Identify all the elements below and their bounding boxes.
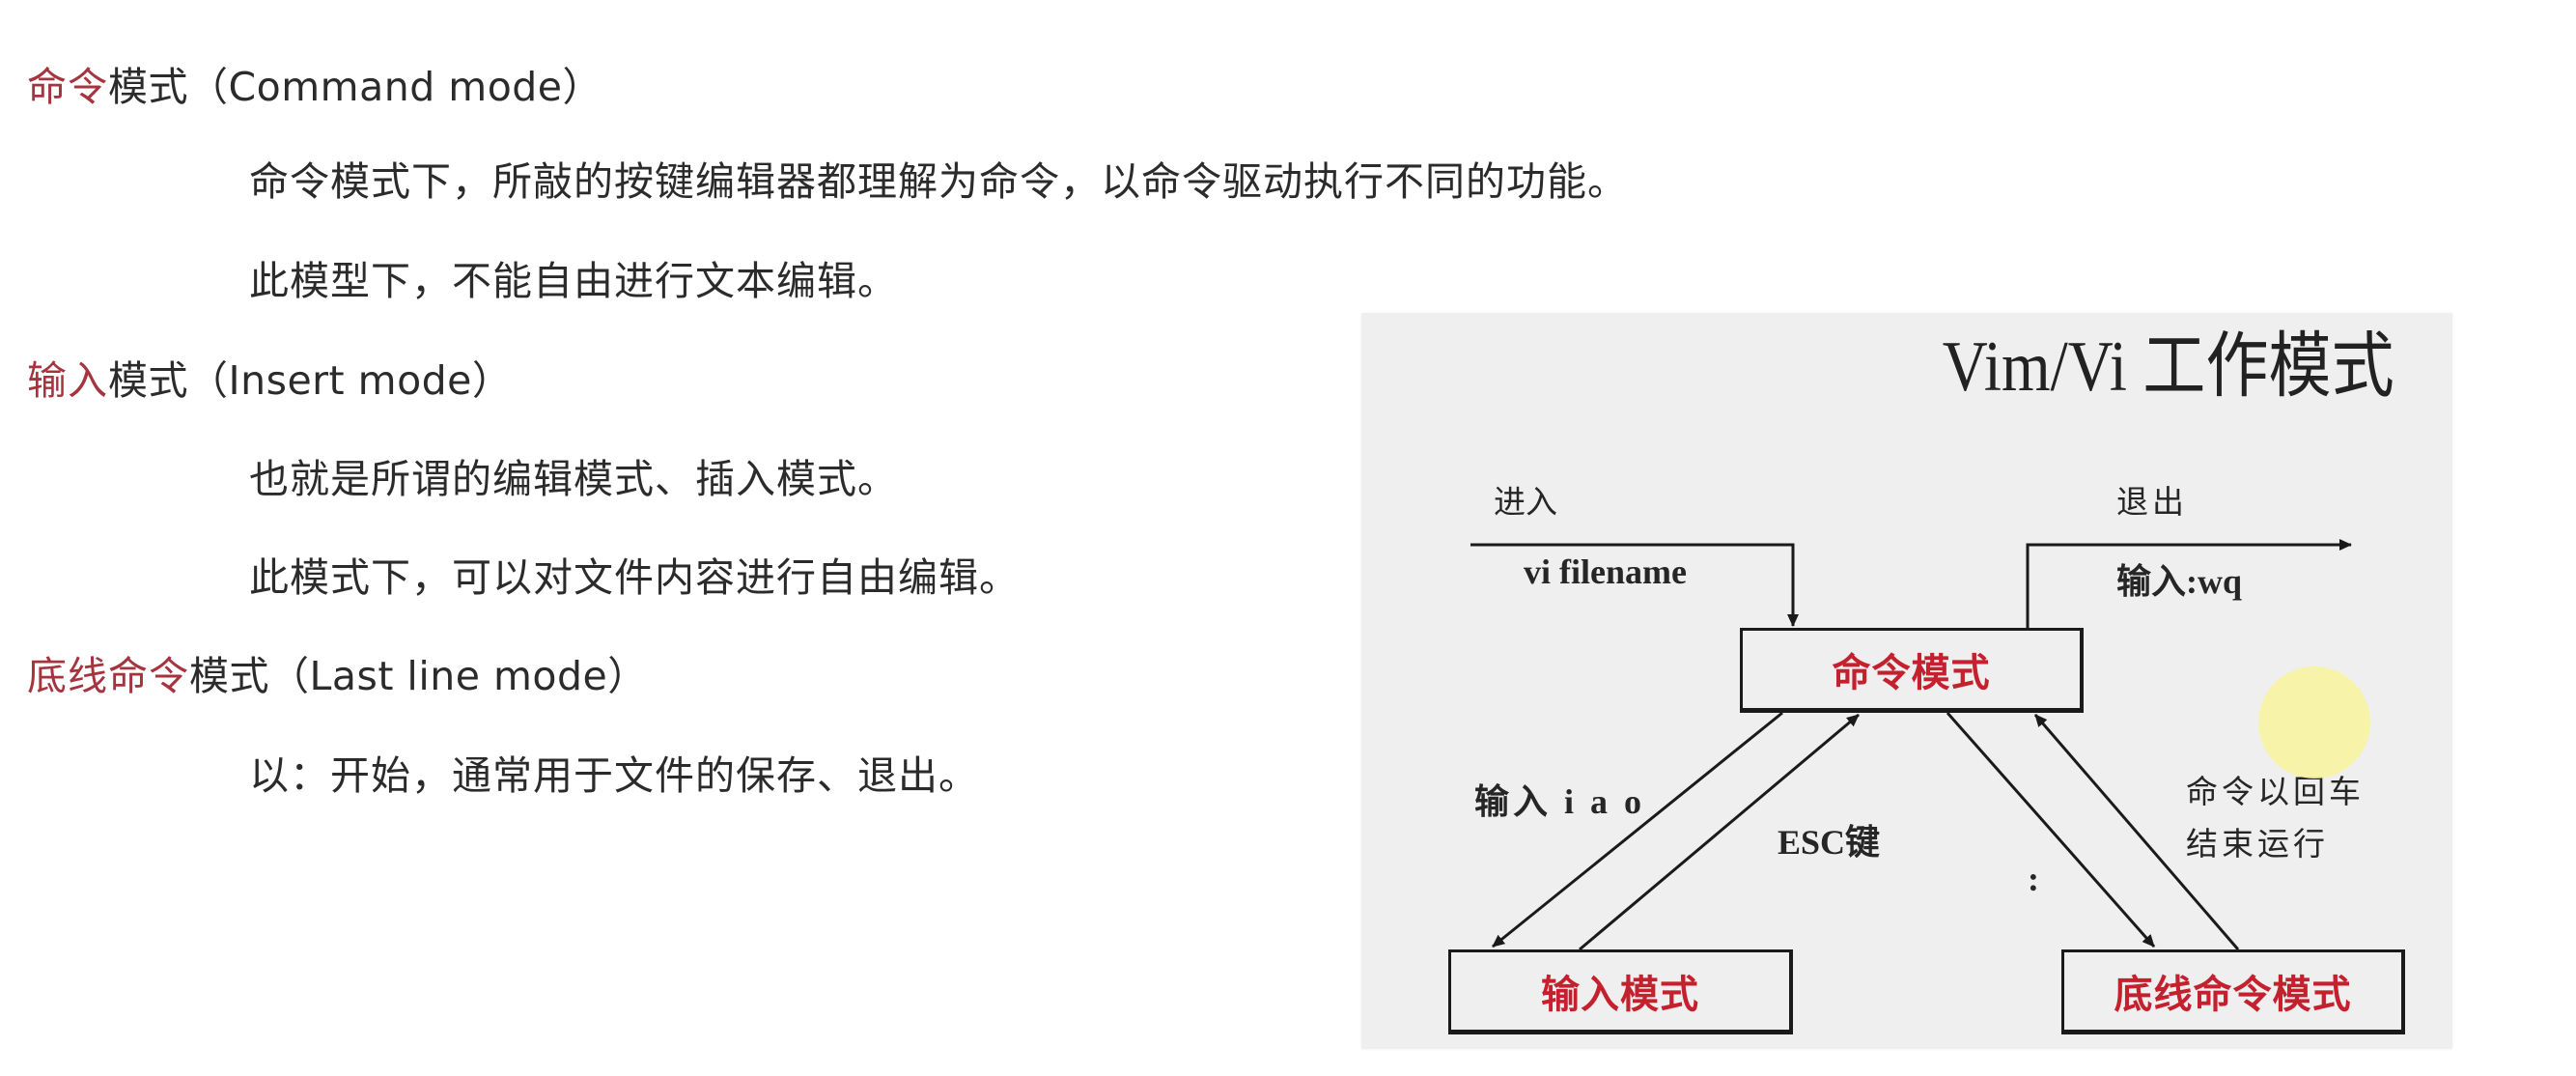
to-insert-label: 输入 i a o: [1474, 782, 1646, 821]
insert-mode-desc-2: 此模式下，可以对文件内容进行自由编辑。: [249, 554, 1020, 601]
enter-label: 进入: [1494, 483, 1557, 521]
colon-label: :: [2028, 860, 2039, 898]
heading-lastline-mode: 底线命令模式（Last line mode）: [27, 649, 648, 703]
command-mode-box: 命令模式: [1740, 628, 2084, 713]
heading-command-mode: 命令模式（Command mode）: [27, 60, 602, 114]
heading-rest: 模式（Last line mode）: [189, 653, 648, 699]
insert-mode-box-label: 输入模式: [1541, 973, 1699, 1017]
exit-arrow: [2026, 539, 2352, 628]
insert-mode-box: 输入模式: [1448, 949, 1793, 1034]
lastline-mode-desc-1: 以：开始，通常用于文件的保存、退出。: [249, 752, 979, 799]
lastline-mode-box-label: 底线命令模式: [2114, 973, 2352, 1017]
heading-rest: 模式（Command mode）: [108, 64, 603, 110]
command-mode-box-label: 命令模式: [1832, 651, 1991, 695]
exit-command-label: 输入:wq: [2116, 562, 2243, 601]
command-mode-desc-2: 此模型下，不能自由进行文本编辑。: [249, 258, 898, 304]
heading-accent: 命令: [27, 64, 108, 110]
insert-mode-desc-1: 也就是所谓的编辑模式、插入模式。: [249, 456, 898, 502]
diagram-arrows: [1470, 539, 2352, 951]
heading-accent: 输入: [27, 357, 108, 404]
diagram-title: Vim/Vi 工作模式: [1943, 327, 2394, 407]
exit-label: 退出: [2116, 483, 2188, 521]
vim-modes-diagram: Vim/Vi 工作模式 进入 vi filename 退出 输入:wq 输入 i…: [1361, 313, 2452, 1049]
run-label-line1: 命令以回车: [2186, 773, 2365, 810]
to-insert-arrow: [1492, 711, 1783, 949]
heading-accent: 底线命令: [27, 653, 189, 699]
lastline-mode-box: 底线命令模式: [2061, 949, 2405, 1034]
enter-arrow: [1470, 543, 1799, 627]
command-mode-desc-1: 命令模式下，所敲的按键编辑器都理解为命令，以命令驱动执行不同的功能。: [249, 158, 1628, 205]
lastline-return-arrow: [2033, 714, 2240, 950]
esc-arrow: [1579, 713, 1860, 951]
esc-key-label: ESC键: [1778, 823, 1881, 862]
cursor-highlight-icon: [2258, 666, 2370, 779]
run-label-line2: 结束运行: [2186, 825, 2329, 863]
heading-insert-mode: 输入模式（Insert mode）: [27, 354, 512, 408]
enter-command-label: vi filename: [1524, 552, 1687, 591]
heading-rest: 模式（Insert mode）: [108, 357, 513, 404]
to-lastline-arrow: [1946, 712, 2156, 948]
